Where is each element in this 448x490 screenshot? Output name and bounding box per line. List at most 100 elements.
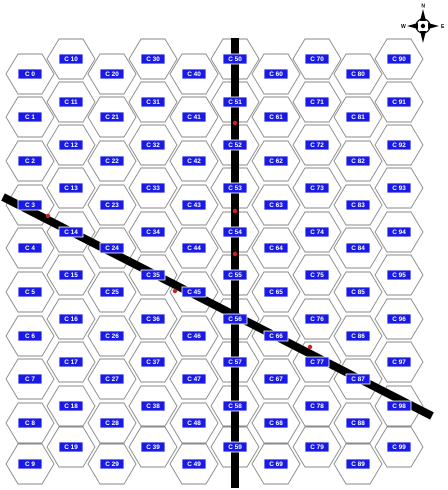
cell-label-text: C 13 [64, 185, 78, 192]
cell-label: C 90 [386, 53, 412, 65]
cell-label-box [345, 199, 371, 211]
cell-label: C 32 [140, 139, 166, 151]
cell-label: C 13 [58, 182, 84, 194]
cell-label: C 38 [140, 400, 166, 412]
cell-label-box [263, 417, 289, 429]
cell-label-box [140, 356, 166, 368]
cell-label-box [58, 400, 84, 412]
cell-label: C 18 [58, 400, 84, 412]
compass-north-label: N [421, 4, 425, 10]
compass-center [420, 23, 426, 29]
cell-label-text: C 10 [64, 56, 78, 63]
cell-label-text: C 33 [146, 185, 160, 192]
cell-label-box [263, 330, 289, 342]
cell-label: C 14 [58, 226, 84, 238]
cell-label-box [99, 111, 125, 123]
cell-label-text: C 56 [228, 316, 242, 323]
cell-label-text: C 23 [105, 202, 119, 209]
cell-label: C 37 [140, 356, 166, 368]
cell-label: C 93 [386, 182, 412, 194]
cell-label-text: C 81 [351, 114, 365, 121]
cell-label: C 29 [99, 458, 125, 470]
cell-label-text: C 68 [269, 420, 283, 427]
cell-label: C 0 [17, 68, 43, 80]
cell-label-box [17, 458, 43, 470]
cell-label-text: C 99 [392, 444, 406, 451]
cell-label-text: C 80 [351, 71, 365, 78]
cell-label: C 83 [345, 199, 371, 211]
cell-label: C 51 [222, 96, 248, 108]
cell-label-text: C 34 [146, 229, 160, 236]
cell-label-box [99, 286, 125, 298]
cell-label: C 17 [58, 356, 84, 368]
cell-label-box [17, 242, 43, 254]
cell-label: C 25 [99, 286, 125, 298]
cell-label: C 53 [222, 182, 248, 194]
cell-label-box [386, 356, 412, 368]
cell-label-text: C 63 [269, 202, 283, 209]
cell-label: C 10 [58, 53, 84, 65]
cell-label-box [99, 199, 125, 211]
cell-label-box [263, 458, 289, 470]
cell-label: C 82 [345, 155, 371, 167]
cell-label: C 91 [386, 96, 412, 108]
cell-label: C 69 [263, 458, 289, 470]
cell-label: C 76 [304, 313, 330, 325]
cell-label-box [17, 286, 43, 298]
cell-label-text: C 36 [146, 316, 160, 323]
cell-label-text: C 37 [146, 359, 160, 366]
cell-label-text: C 92 [392, 142, 406, 149]
cell-label: C 87 [345, 373, 371, 385]
cell-label-text: C 93 [392, 185, 406, 192]
cell-label-text: C 19 [64, 444, 78, 451]
cell-label-box [222, 139, 248, 151]
cell-label-box [386, 269, 412, 281]
cell-label: C 74 [304, 226, 330, 238]
cell-label-box [181, 330, 207, 342]
cell-label-box [58, 139, 84, 151]
cell-label-text: C 0 [25, 71, 35, 78]
cell-label: C 20 [99, 68, 125, 80]
cell-label-box [17, 155, 43, 167]
cell-label-text: C 4 [25, 245, 35, 252]
compass-rose: N W E [401, 4, 445, 43]
cell-label-text: C 89 [351, 461, 365, 468]
cell-label-text: C 65 [269, 289, 283, 296]
cell-label-box [140, 182, 166, 194]
cell-label-box [304, 356, 330, 368]
cell-label-box [58, 96, 84, 108]
cell-label-box [140, 96, 166, 108]
cell-label: C 73 [304, 182, 330, 194]
cell-label: C 26 [99, 330, 125, 342]
cell-label-text: C 41 [187, 114, 201, 121]
cell-label: C 5 [17, 286, 43, 298]
cell-label-box [345, 111, 371, 123]
compass-east-arrow-icon [428, 23, 439, 29]
cell-label-text: C 46 [187, 333, 201, 340]
cell-label-text: C 18 [64, 403, 78, 410]
cell-label-text: C 9 [25, 461, 35, 468]
cell-label-text: C 30 [146, 56, 160, 63]
cell-label: C 68 [263, 417, 289, 429]
cell-label: C 21 [99, 111, 125, 123]
cell-label: C 96 [386, 313, 412, 325]
cell-label: C 16 [58, 313, 84, 325]
cell-label-text: C 85 [351, 289, 365, 296]
cell-label-text: C 43 [187, 202, 201, 209]
cell-label-text: C 71 [310, 99, 324, 106]
cell-label-text: C 79 [310, 444, 324, 451]
cell-label-box [345, 373, 371, 385]
cell-label-text: C 53 [228, 185, 242, 192]
cell-label-text: C 64 [269, 245, 283, 252]
cell-label-text: C 87 [351, 376, 365, 383]
cell-label-text: C 5 [25, 289, 35, 296]
cell-label-box [99, 68, 125, 80]
cell-label: C 46 [181, 330, 207, 342]
cell-label-box [58, 313, 84, 325]
cell-label-box [304, 139, 330, 151]
cell-label-box [140, 313, 166, 325]
cell-label: C 50 [222, 53, 248, 65]
cell-label-box [304, 269, 330, 281]
cell-label-box [304, 182, 330, 194]
cell-label-text: C 28 [105, 420, 119, 427]
